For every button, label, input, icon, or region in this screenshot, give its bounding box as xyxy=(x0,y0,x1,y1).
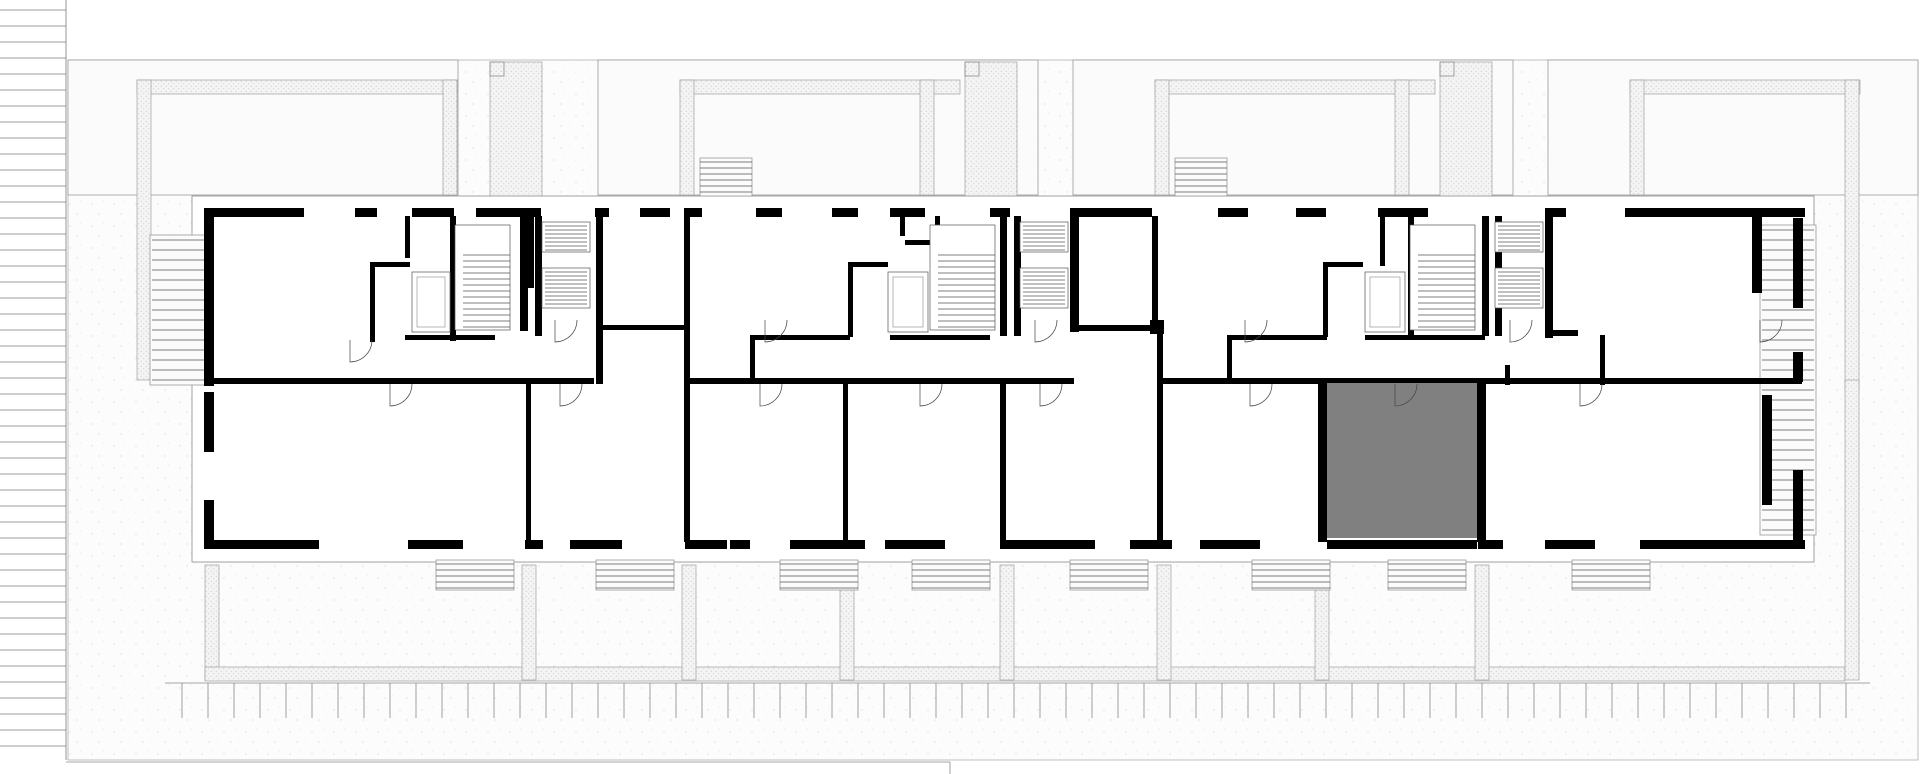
south-gardens xyxy=(204,379,1860,682)
walls xyxy=(204,208,1805,549)
stair-cores xyxy=(411,221,1544,333)
left-scale-strip xyxy=(0,0,67,774)
north-entrance-steps xyxy=(699,157,1228,197)
stair-core-bins xyxy=(489,61,1493,198)
door-swings xyxy=(349,319,1783,407)
highlighted-apartment xyxy=(1327,383,1477,538)
south-fence xyxy=(165,682,1870,718)
south-entrance-steps xyxy=(435,559,1651,591)
